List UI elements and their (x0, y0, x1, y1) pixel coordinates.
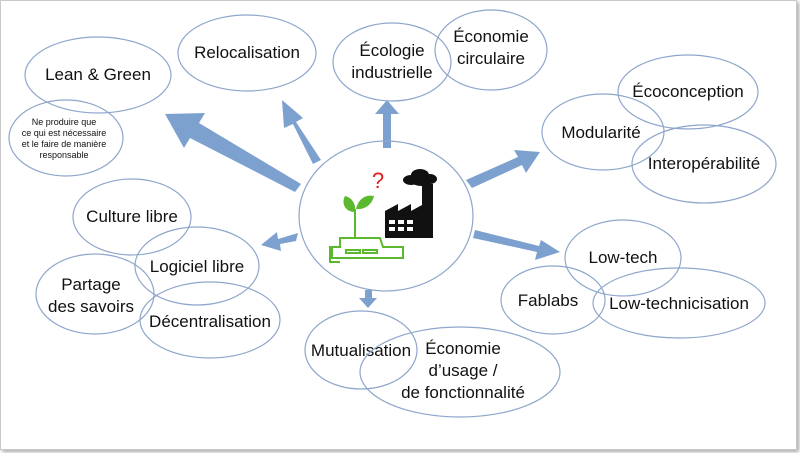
ecoconception-ellipse (617, 54, 759, 130)
economie-usage-label-3: de fonctionnalité (401, 383, 525, 402)
economie-circulaire-label-1: Économie (453, 27, 529, 46)
interoperabilite-label: Interopérabilité (648, 154, 760, 173)
arrow-modularite (466, 150, 540, 188)
logiciel-libre-label: Logiciel libre (150, 257, 245, 276)
low-technicisation-ellipse (592, 267, 766, 339)
lean-note-line-3: et le faire de manière (22, 139, 107, 149)
arrow-lean-green (165, 113, 301, 192)
fablabs-ellipse (500, 265, 606, 335)
partage-label-1: Partage (61, 275, 121, 294)
low-tech-ellipse (564, 219, 682, 297)
ecologie-label-2: industrielle (351, 63, 432, 82)
economie-usage-label-1: Économie (425, 339, 501, 358)
ecologie-label-1: Écologie (359, 41, 424, 60)
factory-plant-icon: ? (329, 168, 437, 263)
decentralisation-label: Décentralisation (149, 312, 271, 331)
arrow-relocalisation (282, 100, 321, 164)
central-ellipse (298, 140, 474, 292)
lean-green-ellipse (24, 36, 172, 114)
modularite-label: Modularité (561, 123, 640, 142)
economie-usage-label-2: d’usage / (429, 361, 498, 380)
lean-note-line-2: ce qui est nécessaire (22, 128, 107, 138)
low-technicisation-label: Low-technicisation (609, 294, 749, 313)
mutualisation-ellipse (304, 310, 418, 390)
ecologie-ellipse (332, 22, 452, 102)
decentralisation-ellipse (139, 281, 281, 359)
arrow-ecologie (375, 100, 399, 148)
culture-libre-label: Culture libre (86, 207, 178, 226)
lean-note-line-1: Ne produire que (32, 117, 97, 127)
low-tech-label: Low-tech (589, 248, 658, 267)
economie-usage-ellipse (359, 326, 561, 418)
lean-note-line-4: responsable (39, 150, 88, 160)
lean-green-label: Lean & Green (45, 65, 151, 84)
logiciel-libre-ellipse (134, 226, 260, 306)
partage-ellipse (35, 253, 155, 335)
relocalisation-ellipse (177, 14, 317, 92)
culture-libre-ellipse (72, 178, 192, 256)
arrow-mutualisation (359, 290, 377, 308)
arrow-low-tech (473, 230, 560, 260)
partage-label-2: des savoirs (48, 297, 134, 316)
arrow-culture-libre (261, 232, 298, 251)
mutualisation-label: Mutualisation (311, 341, 411, 360)
economie-circulaire-ellipse (434, 9, 548, 91)
economie-circulaire-label-2: circulaire (457, 49, 525, 68)
lean-note-ellipse (8, 99, 124, 177)
interoperabilite-ellipse (631, 124, 777, 204)
ecoconception-label: Écoconception (632, 82, 744, 101)
question-mark: ? (372, 168, 384, 193)
relocalisation-label: Relocalisation (194, 43, 300, 62)
fablabs-label: Fablabs (518, 291, 578, 310)
arrows (165, 100, 560, 308)
